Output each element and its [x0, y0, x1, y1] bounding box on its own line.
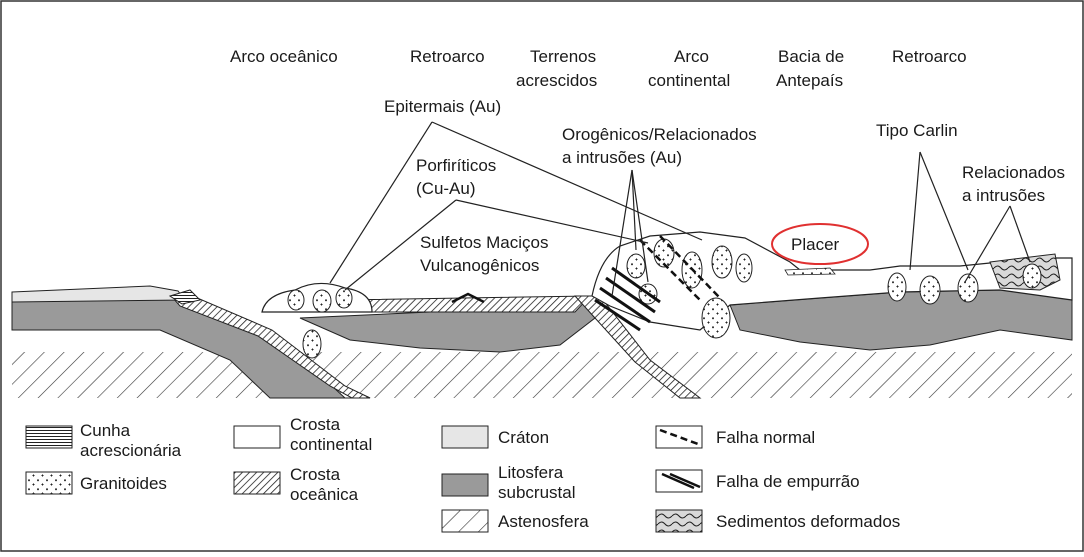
- legend-falha-normal: Falha normal: [716, 428, 815, 447]
- crosta-oceanica-left: [170, 296, 371, 399]
- legend-swatch-crosta-continental: [233, 425, 281, 449]
- legend-swatch-astenosfera: [441, 509, 489, 533]
- legend: Cunha acrescionária Granitoides Crosta c…: [25, 415, 900, 533]
- legend-granitoides: Granitoides: [80, 474, 167, 493]
- legend-crosta-oce-1: Crosta: [290, 465, 341, 484]
- legend-falha-empurrao: Falha de empurrão: [716, 472, 860, 491]
- legend-litosfera-2: subcrustal: [498, 483, 575, 502]
- normal-faults: [639, 235, 721, 301]
- legend-sedimentos: Sedimentos deformados: [716, 512, 900, 531]
- legend-cunha-1: Cunha: [80, 421, 131, 440]
- legend-craton: Cráton: [498, 428, 549, 447]
- sulfetos-marker: [451, 292, 485, 304]
- deposit-labels: Epitermais (Au) Orogênicos/Relacionados …: [384, 97, 1065, 275]
- zone-bacia-1: Bacia de: [778, 47, 844, 66]
- deposit-placer: Placer: [791, 235, 840, 254]
- crosta-oceanica-center: [339, 295, 592, 313]
- zone-labels: Arco oceânico Retroarco Terrenos acresci…: [230, 47, 967, 90]
- deposit-relacionados-1: Relacionados: [962, 163, 1065, 182]
- deposit-sulfetos-1: Sulfetos Maciços: [420, 233, 549, 252]
- legend-swatch-granitoides: [25, 471, 73, 495]
- legend-swatch-litosfera: [441, 473, 489, 497]
- deposit-porfiriticos-2: (Cu-Au): [416, 179, 476, 198]
- legend-swatch-falha-normal: [655, 425, 703, 449]
- legend-crosta-oce-2: oceânica: [290, 485, 359, 504]
- legend-swatch-cunha: [25, 425, 73, 449]
- legend-swatch-craton: [441, 425, 489, 449]
- deposit-relacionados-2: a intrusões: [962, 186, 1045, 205]
- astenosfera-region: [12, 352, 1072, 398]
- legend-cunha-2: acrescionária: [80, 441, 182, 460]
- legend-litosfera-1: Litosfera: [498, 463, 564, 482]
- deposit-tipo-carlin: Tipo Carlin: [876, 121, 958, 140]
- zone-retroarco-1: Retroarco: [410, 47, 485, 66]
- arco-continental-plutons: [626, 238, 753, 339]
- placer-sediment: [784, 267, 836, 276]
- legend-crosta-cont-2: continental: [290, 435, 372, 454]
- deposit-porfiriticos-1: Porfiríticos: [416, 156, 496, 175]
- legend-crosta-cont-1: Crosta: [290, 415, 341, 434]
- zone-bacia-2: Antepaís: [776, 71, 843, 90]
- zone-arco-continental-1: Arco: [674, 47, 709, 66]
- placer-highlight: [771, 223, 869, 265]
- cunha-acrescionaria: [168, 289, 201, 305]
- retroarco-plutons: [887, 263, 1042, 305]
- leader-lines: [329, 121, 1031, 297]
- craton-left: [11, 285, 187, 303]
- deposit-epitermais: Epitermais (Au): [384, 97, 501, 116]
- zone-terrenos-2: acrescidos: [516, 71, 597, 90]
- deposit-orogenicos-1: Orogênicos/Relacionados: [562, 125, 757, 144]
- legend-astenosfera: Astenosfera: [498, 512, 589, 531]
- legend-swatch-sedimentos: [655, 509, 703, 533]
- zone-arco-continental-2: continental: [648, 71, 730, 90]
- deposit-orogenicos-2: a intrusões (Au): [562, 148, 682, 167]
- cross-section: [11, 231, 1073, 399]
- arco-oceanico-plutons: [287, 287, 353, 359]
- deposit-sulfetos-2: Vulcanogênicos: [420, 256, 539, 275]
- zone-terrenos-1: Terrenos: [530, 47, 596, 66]
- legend-swatch-crosta-oceanica: [233, 471, 281, 495]
- zone-arco-oceanico: Arco oceânico: [230, 47, 338, 66]
- zone-retroarco-2: Retroarco: [892, 47, 967, 66]
